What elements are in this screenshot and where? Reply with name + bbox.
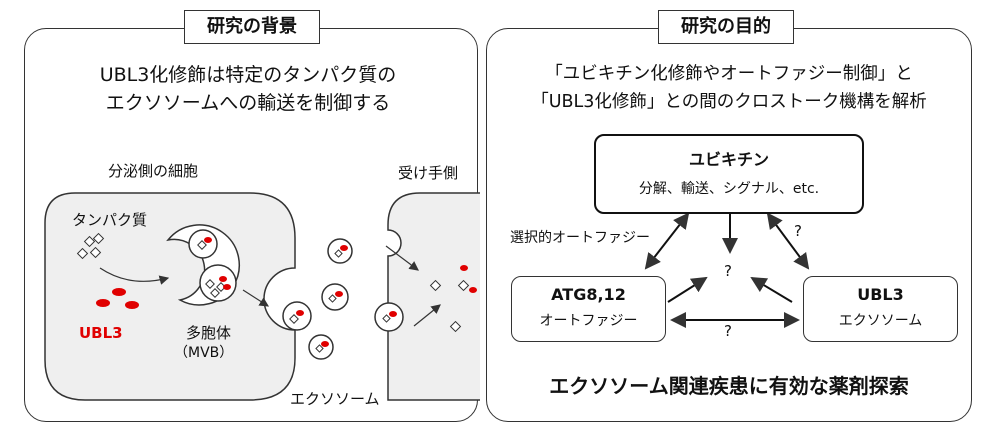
protein-label: タンパク質 [72,211,148,229]
question-mark-bottom: ? [724,322,732,340]
secretory-cell-label: 分泌側の細胞 [108,162,199,180]
question-mark-right: ? [794,222,802,240]
ubl3-label: UBL3 [79,324,123,342]
ubiquitin-title: ユビキチン [688,150,769,169]
background-title-line-2: エクソソームへの輸送を制御する [105,92,391,114]
purpose-title-line-1: 「ユビキチン化修飾やオートファジー制御」と [545,64,913,84]
protein-to-mvb-arrow [99,267,170,285]
purpose-title-line-2: 「UBL3化修飾」との間のクロストーク機構を解析 [531,92,927,112]
atg-center-arrow [667,276,708,303]
purpose-footer: エクソソーム関連疾患に有効な薬剤探索 [549,374,909,398]
ubl3-subtitle: エクソソーム [838,313,923,329]
atg-subtitle: オートファジー [539,313,638,329]
mvb-label: 多胞体 [186,324,232,342]
exosome-uptake-arrow [385,245,419,271]
ubl3-markers [96,237,477,347]
ubiquitin-node: ユビキチン 分解、輸送、シグナル、etc. [594,134,864,214]
ubiquitin-atg-arrow [644,212,690,270]
ubl3-center-arrow [750,276,793,303]
receiving-cell [387,192,480,401]
exosome-to-cell-arrow [413,304,441,327]
ubiquitin-subtitle: 分解、輸送、シグナル、etc. [638,181,820,197]
background-header: 研究の背景 [184,10,320,44]
question-mark-center: ? [724,262,732,280]
selective-autophagy-label: 選択的オートファジー [510,230,650,246]
mvb-sub-label: （MVB） [174,345,234,361]
protein-diamonds [76,232,470,353]
atg-node: ATG8,12 オートファジー [511,276,666,342]
ubl3-title: UBL3 [857,285,904,304]
ubiquitin-ubl3-arrow [766,212,810,270]
atg-title: ATG8,12 [551,285,626,304]
purpose-header: 研究の目的 [658,10,794,44]
budding-vesicle [282,301,312,331]
mvb-to-membrane-arrow [242,289,270,307]
background-title-line-1: UBL3化修飾は特定のタンパク質の [99,64,397,86]
mvb-vesicle [199,264,237,302]
ubl3-node: UBL3 エクソソーム [803,276,958,342]
exosome-label: エクソソーム [290,390,380,408]
receiving-cell-label: 受け手側 [398,164,459,182]
